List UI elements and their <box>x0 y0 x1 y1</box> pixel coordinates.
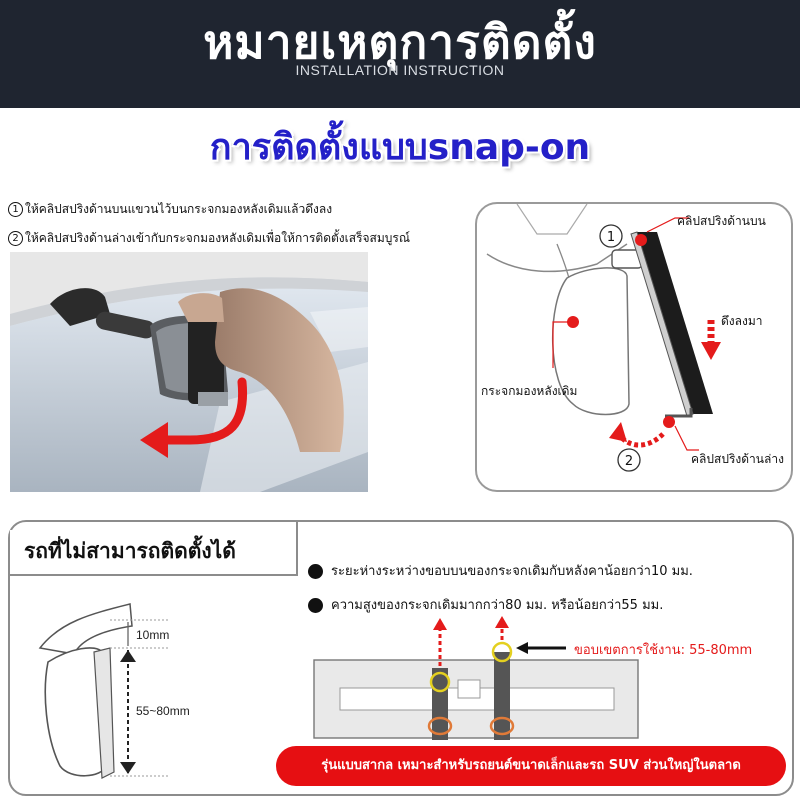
section-title: การติดตั้งแบบsnap-on <box>209 127 591 168</box>
header-subtitle: INSTALLATION INSTRUCTION <box>295 62 505 78</box>
installation-photo-illustration <box>10 252 368 492</box>
bullet-dot <box>308 598 323 613</box>
header-title: หมายเหตุการติดตั้ง <box>203 15 597 69</box>
title-underline <box>8 574 298 576</box>
label-pull-down: ดึงลงมา <box>721 314 763 328</box>
label-top-clip: คลิปสปริงด้านบน <box>677 214 766 228</box>
bullet-gap-text: ระยะห่างระหว่างขอบบนของกระจกเดิมกับหลังค… <box>331 564 693 579</box>
height-dimension-label: 55~80mm <box>136 704 190 718</box>
snap-on-diagram: 1 2 คลิปสปริงด้านบน ดึงลงมา กระจกมองหลัง… <box>475 202 793 492</box>
usage-range-label: ขอบเขตการใช้งาน: 55-80mm <box>574 643 753 658</box>
header-bar: หมายเหตุการติดตั้ง INSTALLATION INSTRUCT… <box>0 0 800 108</box>
installation-photo <box>10 252 368 492</box>
title-divider <box>296 520 298 576</box>
label-original-mirror: กระจกมองหลังเดิม <box>481 384 578 398</box>
snap-on-diagram-illustration: 1 2 <box>486 204 721 472</box>
compatibility-banner: รุ่นแบบสากล เหมาะสำหรับรถยนต์ขนาดเล็กและ… <box>276 746 786 786</box>
step-1-text: ให้คลิปสปริงด้านบนแขวนไว้บนกระจกมองหลังเ… <box>25 202 333 216</box>
bullet-height-text: ความสูงของกระจกเดิมมากกว่า80 มม. หรือน้อ… <box>331 598 664 613</box>
incompatible-title: รถที่ไม่สามารถติดตั้งได้ <box>10 530 286 572</box>
step-2-text: ให้คลิปสปริงด้านล่างเข้ากับกระจกมองหลังเ… <box>25 231 410 245</box>
bullet-height: ความสูงของกระจกเดิมมากกว่า80 มม. หรือน้อ… <box>308 594 663 615</box>
step-1-number: 1 <box>8 202 23 217</box>
bullet-dot <box>308 564 323 579</box>
step-2-number: 2 <box>8 231 23 246</box>
bullet-gap: ระยะห่างระหว่างขอบบนของกระจกเดิมกับหลังค… <box>308 560 693 581</box>
diagram-marker-2: 2 <box>625 454 633 469</box>
gap-dimension-label: 10mm <box>136 628 170 642</box>
label-bottom-clip: คลิปสปริงด้านล่าง <box>691 452 784 466</box>
diagram-marker-1: 1 <box>607 230 615 245</box>
incompatible-illustration <box>38 603 639 779</box>
